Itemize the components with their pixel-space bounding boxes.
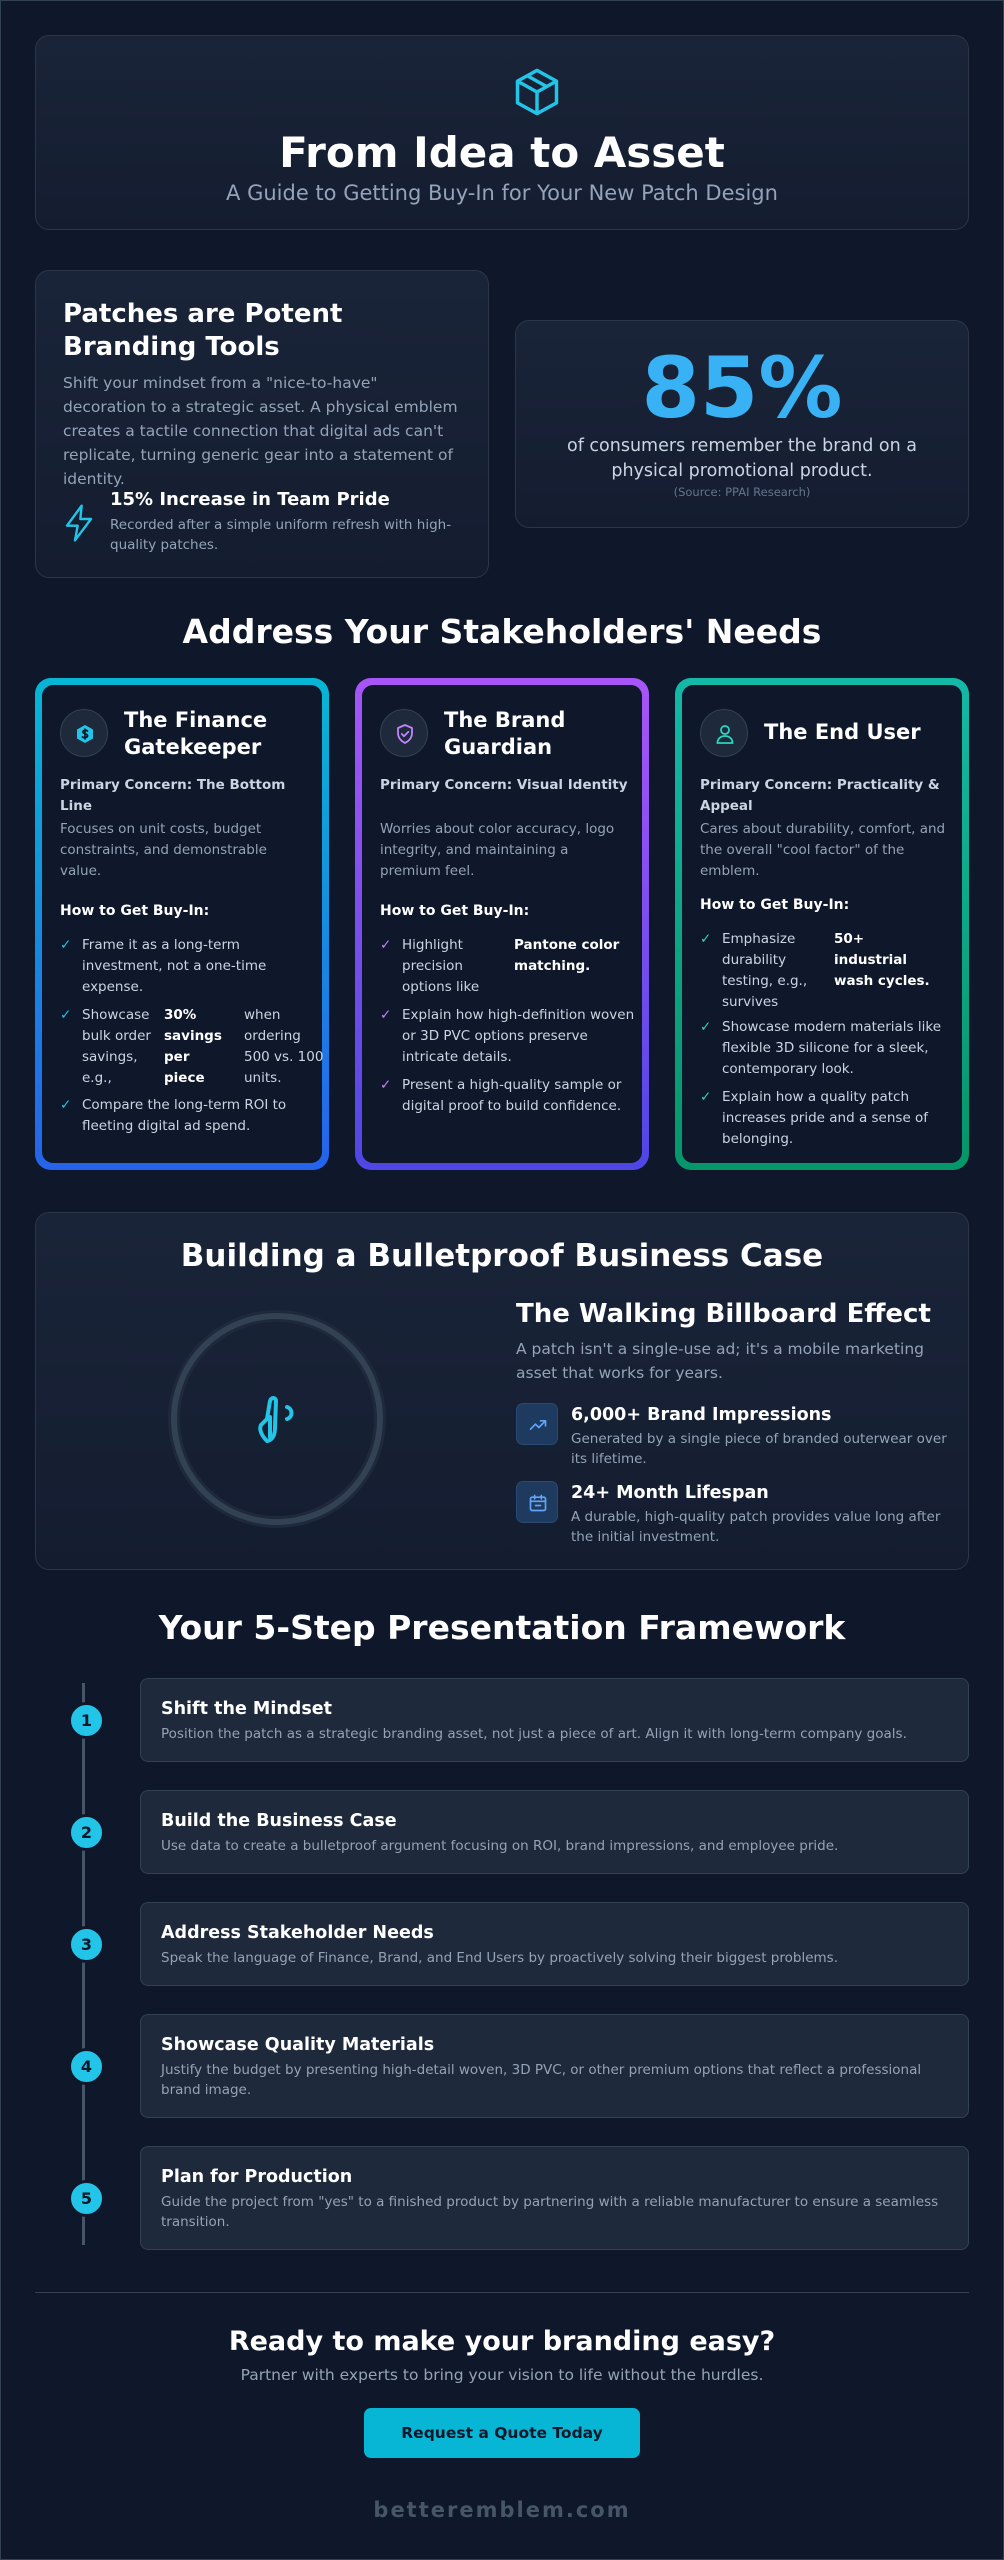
brand-how-label: How to Get Buy-In: — [380, 903, 530, 919]
percentage-value: 85% — [641, 339, 843, 437]
team-pride-stat-title: 15% Increase in Team Pride — [110, 489, 390, 510]
hand-wave-icon — [258, 1396, 294, 1443]
branding-tools-description: Shift your mindset from a "nice-to-have"… — [63, 374, 458, 488]
lifespan-stat-title: 24+ Month Lifespan — [571, 1483, 769, 1503]
step-title: Address Stakeholder Needs — [161, 1923, 434, 1943]
brand-icon-badge — [380, 709, 428, 757]
branding-tools-card: Patches are Potent Branding Tools Shift … — [35, 270, 489, 578]
page-subtitle: A Guide to Getting Buy-In for Your New P… — [226, 181, 778, 205]
user-icon-badge — [700, 709, 748, 757]
box-icon — [515, 68, 559, 116]
step-desc: Use data to create a bulletproof argumen… — [161, 1838, 839, 1854]
step-card: Showcase Quality Materials Justify the b… — [140, 2014, 969, 2118]
user-icon — [716, 725, 734, 744]
cta-desc: Partner with experts to bring your visio… — [240, 2366, 764, 2384]
step-card: Address Stakeholder Needs Speak the lang… — [140, 1902, 969, 1986]
step-desc: Position the patch as a strategic brandi… — [161, 1726, 907, 1742]
hero-card: From Idea to Asset A Guide to Getting Bu… — [35, 35, 969, 230]
list-item: ✓ Present a high-quality sample or digit… — [380, 1077, 622, 1114]
check-icon: ✓ — [60, 1097, 72, 1113]
check-icon: ✓ — [380, 937, 392, 953]
step-card: Shift the Mindset Position the patch as … — [140, 1678, 969, 1762]
branding-tools-title: Patches are Potent Branding Tools — [63, 299, 343, 362]
finance-title: The Finance Gatekeeper — [124, 708, 268, 759]
step-title: Shift the Mindset — [161, 1699, 332, 1719]
hand-wave-visual — [171, 1313, 383, 1525]
team-pride-stat-desc: Recorded after a simple uniform refresh … — [110, 517, 452, 553]
walking-billboard-title: The Walking Billboard Effect — [516, 1299, 931, 1329]
check-icon: ✓ — [700, 931, 712, 947]
list-item: ✓ Frame it as a long-term investment, no… — [60, 937, 267, 995]
framework-title: Your 5-Step Presentation Framework — [158, 1608, 846, 1647]
list-item: ✓ Explain how a quality patch increases … — [700, 1089, 929, 1147]
brand-card: The Brand Guardian Primary Concern: Visu… — [355, 678, 649, 1170]
impressions-stat-title: 6,000+ Brand Impressions — [571, 1405, 832, 1425]
lifespan-stat-desc: A durable, high-quality patch provides v… — [571, 1509, 941, 1545]
step-number: 2 — [68, 1814, 105, 1851]
page-title: From Idea to Asset — [279, 128, 725, 177]
step-title: Showcase Quality Materials — [161, 2035, 435, 2055]
end-user-title: The End User — [764, 720, 921, 744]
step-desc: Justify the budget by presenting high-de… — [161, 2062, 922, 2098]
list-item: ✓ Explain how high-definition woven or 3… — [380, 1007, 635, 1065]
check-icon: ✓ — [380, 1007, 392, 1023]
step-number: 3 — [68, 1926, 105, 1963]
timeline-line — [82, 1683, 85, 2245]
cta-title: Ready to make your branding easy? — [228, 2326, 776, 2357]
lightning-bolt-icon — [65, 504, 93, 542]
end-user-how-label: How to Get Buy-In: — [700, 897, 850, 913]
shield-check-icon — [397, 724, 413, 744]
divider — [35, 2292, 969, 2293]
step-desc: Guide the project from "yes" to a finish… — [161, 2194, 939, 2230]
step-card: Build the Business Case Use data to crea… — [140, 1790, 969, 1874]
check-icon: ✓ — [60, 937, 72, 953]
finance-concern: Primary Concern: The Bottom Line — [60, 777, 286, 814]
percentage-text: of consumers remember the brand on a phy… — [567, 436, 917, 481]
step-title: Plan for Production — [161, 2167, 353, 2187]
brand-concern: Primary Concern: Visual Identity — [380, 777, 628, 793]
step-card: Plan for Production Guide the project fr… — [140, 2146, 969, 2250]
list-item: ✓ Showcase bulk order savings, e.g., 30%… — [60, 1007, 324, 1086]
business-case-title: Building a Bulletproof Business Case — [180, 1238, 824, 1274]
list-item: ✓ Compare the long-term ROI to fleeting … — [60, 1097, 287, 1134]
list-item: ✓ Showcase modern materials like flexibl… — [700, 1019, 942, 1077]
lifespan-icon-badge — [516, 1481, 558, 1523]
finance-icon-badge — [60, 709, 108, 757]
percentage-stat-card: 85% of consumers remember the brand on a… — [515, 320, 969, 528]
end-user-concern-desc: Cares about durability, comfort, and the… — [700, 821, 946, 879]
finance-how-label: How to Get Buy-In: — [60, 903, 210, 919]
end-user-card: The End User Primary Concern: Practicali… — [675, 678, 969, 1170]
list-item: ✓ Emphasize durability testing, e.g., su… — [700, 931, 930, 1010]
business-case-card: Building a Bulletproof Business Case The… — [35, 1212, 969, 1570]
calendar-icon — [529, 1494, 547, 1512]
list-item: ✓ Highlight precision options like Panto… — [380, 937, 620, 995]
step-title: Build the Business Case — [161, 1811, 397, 1831]
percentage-source: (Source: PPAI Research) — [673, 485, 811, 499]
end-user-concern: Primary Concern: Practicality & Appeal — [700, 777, 940, 814]
trending-up-icon — [529, 1420, 547, 1430]
request-quote-button[interactable]: Request a Quote Today — [364, 2408, 640, 2458]
stakeholders-title: Address Your Stakeholders' Needs — [182, 612, 822, 651]
check-icon: ✓ — [60, 1007, 72, 1023]
step-number: 4 — [68, 2048, 105, 2085]
step-number: 5 — [68, 2180, 105, 2217]
brand-concern-desc: Worries about color accuracy, logo integ… — [380, 821, 615, 879]
check-icon: ✓ — [700, 1019, 712, 1035]
impressions-stat-desc: Generated by a single piece of branded o… — [571, 1431, 947, 1467]
brand-title: The Brand Guardian — [444, 708, 566, 759]
finance-concern-desc: Focuses on unit costs, budget constraint… — [60, 821, 267, 879]
check-icon: ✓ — [380, 1077, 392, 1093]
finance-card: The Finance Gatekeeper Primary Concern: … — [35, 678, 329, 1170]
step-number: 1 — [68, 1702, 105, 1739]
check-icon: ✓ — [700, 1089, 712, 1105]
walking-billboard-desc: A patch isn't a single-use ad; it's a mo… — [516, 1340, 924, 1382]
dollar-icon — [77, 725, 93, 743]
step-desc: Speak the language of Finance, Brand, an… — [161, 1950, 838, 1966]
footer-brand: betteremblem.com — [373, 2498, 631, 2522]
impressions-icon-badge — [516, 1403, 558, 1445]
